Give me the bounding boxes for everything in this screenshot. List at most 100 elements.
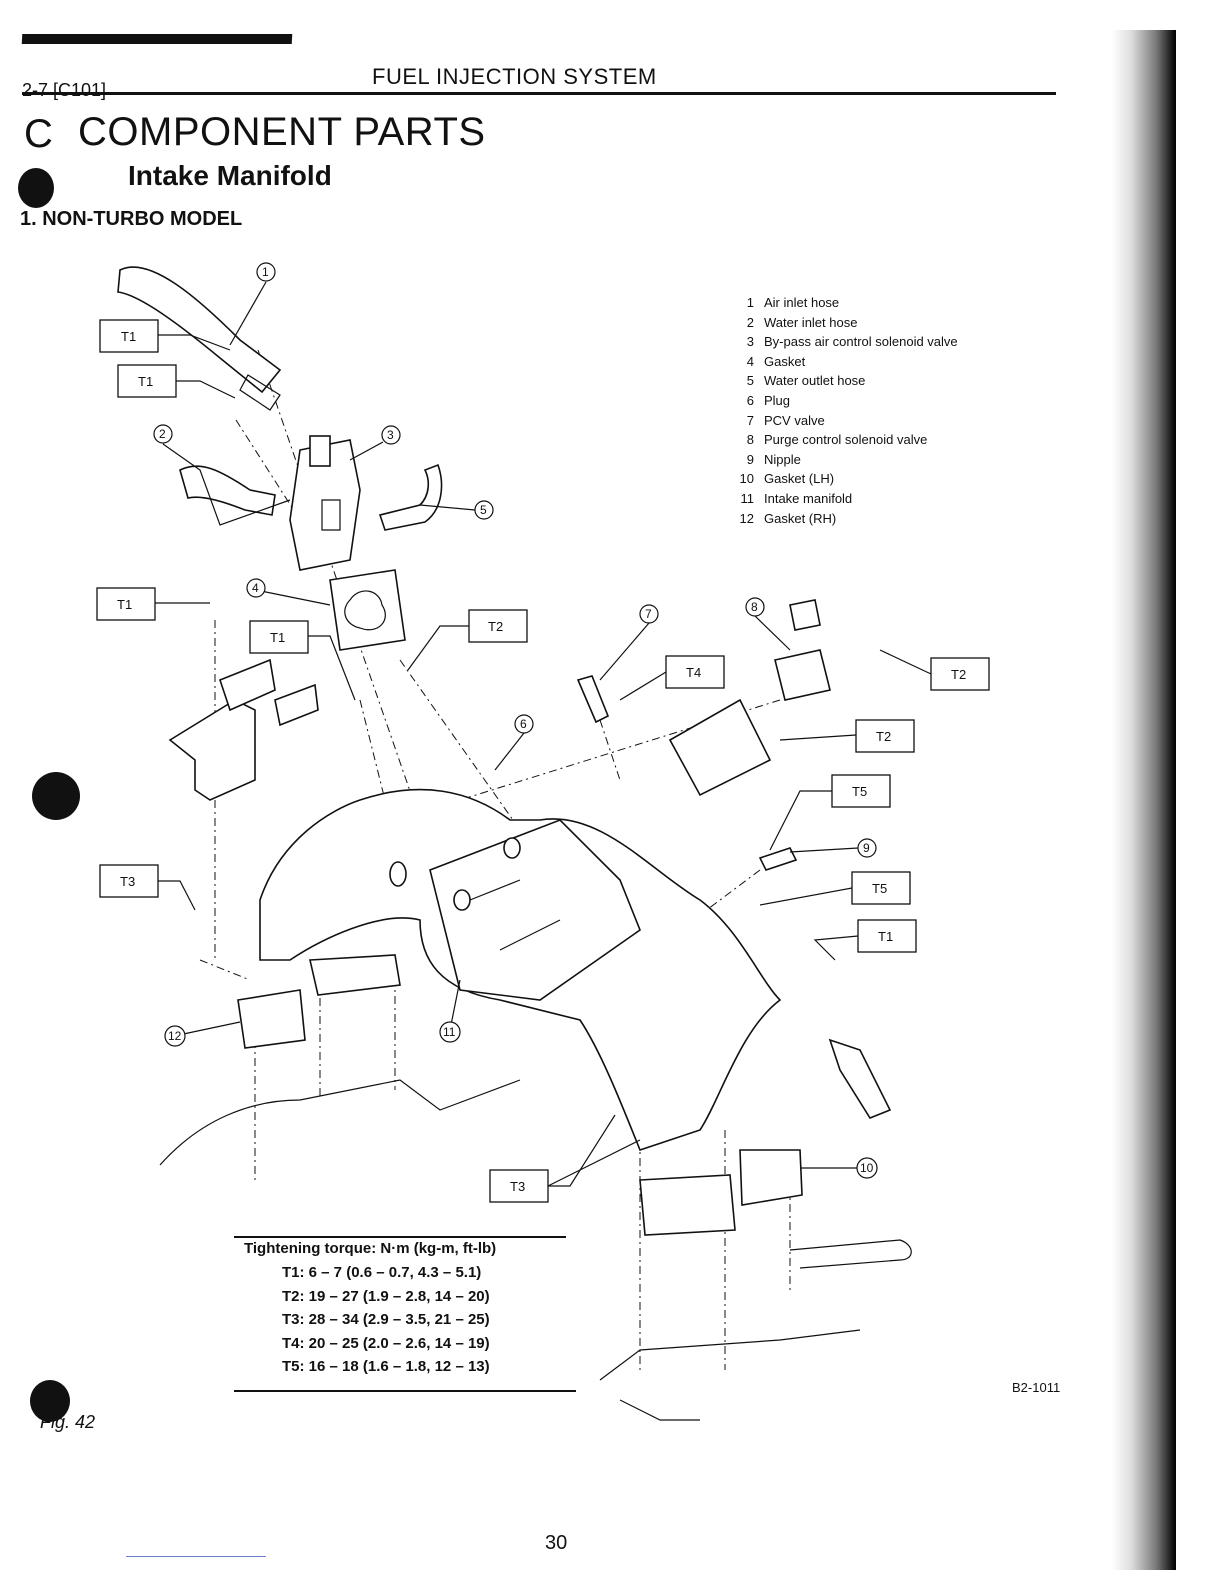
callout-12: 12 xyxy=(164,1025,186,1047)
svg-text:T2: T2 xyxy=(876,729,891,744)
svg-text:T2: T2 xyxy=(951,667,966,682)
callout-11: 11 xyxy=(439,1021,461,1043)
torque-spec-table: Tightening torque: N·m (kg-m, ft-lb) T1:… xyxy=(244,1240,574,1379)
binder-hole-mark xyxy=(30,1380,70,1422)
torque-label-t1: T1 xyxy=(96,587,156,621)
svg-text:1: 1 xyxy=(262,265,269,279)
callout-9: 9 xyxy=(857,838,877,858)
svg-text:T2: T2 xyxy=(488,619,503,634)
purge-control-valve xyxy=(774,599,831,701)
torque-label-t1: T1 xyxy=(99,319,159,353)
torque-label-t2: T2 xyxy=(468,609,528,643)
callout-7: 7 xyxy=(639,604,659,624)
left-bracket xyxy=(168,658,319,801)
svg-text:T1: T1 xyxy=(121,329,136,344)
header-rule xyxy=(22,92,1056,95)
svg-text:5: 5 xyxy=(480,503,487,517)
water-inlet-hose xyxy=(179,465,276,516)
scan-binding-shadow xyxy=(1112,30,1176,1570)
page-header-title: FUEL INJECTION SYSTEM xyxy=(372,64,657,89)
svg-text:8: 8 xyxy=(751,600,758,614)
callout-8: 8 xyxy=(745,597,765,617)
svg-text:T1: T1 xyxy=(117,597,132,612)
gasket xyxy=(329,569,406,651)
svg-text:12: 12 xyxy=(168,1029,182,1043)
svg-text:4: 4 xyxy=(252,581,259,595)
torque-line: T3: 28 – 34 (2.9 – 3.5, 21 – 25) xyxy=(282,1311,490,1328)
svg-text:T1: T1 xyxy=(270,630,285,645)
cylinder-head-outline xyxy=(159,1079,912,1421)
callout-10: 10 xyxy=(856,1157,878,1179)
right-bracket xyxy=(668,698,892,1119)
svg-text:T3: T3 xyxy=(120,874,135,889)
gasket-lh xyxy=(639,1149,803,1236)
torque-heading: Tightening torque: N·m (kg-m, ft-lb) xyxy=(244,1240,497,1257)
figure-code: B2-1011 xyxy=(1012,1380,1061,1395)
torque-label-t4: T4 xyxy=(665,655,725,689)
svg-text:T5: T5 xyxy=(852,784,867,799)
section-title: COMPONENT PARTS xyxy=(78,110,486,154)
intake-manifold xyxy=(259,788,782,1151)
torque-label-t1: T1 xyxy=(249,620,309,654)
svg-text:7: 7 xyxy=(645,607,652,621)
bypass-air-control-valve xyxy=(289,435,361,571)
binder-hole-mark xyxy=(18,168,54,208)
callout-4: 4 xyxy=(246,578,266,598)
model-title: 1. NON-TURBO MODEL xyxy=(20,208,243,230)
svg-text:T1: T1 xyxy=(878,929,893,944)
gasket-rh xyxy=(237,954,401,1049)
page-number: 30 xyxy=(545,1532,568,1554)
svg-text:10: 10 xyxy=(860,1161,874,1175)
torque-line: T4: 20 – 25 (2.0 – 2.6, 14 – 19) xyxy=(282,1334,490,1352)
air-inlet-hose xyxy=(117,266,282,411)
torque-label-t2: T2 xyxy=(855,719,915,753)
torque-line: T5: 16 – 18 (1.6 – 1.8, 12 – 13) xyxy=(282,1358,490,1375)
torque-label-t2: T2 xyxy=(930,657,990,691)
svg-text:3: 3 xyxy=(387,428,394,442)
callout-6: 6 xyxy=(514,714,534,734)
water-outlet-hose xyxy=(378,463,443,531)
torque-table-top-rule xyxy=(234,1236,566,1238)
section-code: 2-7 [C101] xyxy=(22,80,107,100)
torque-label-t3: T3 xyxy=(99,864,159,898)
pcv-valve xyxy=(576,675,610,724)
binder-hole-mark xyxy=(32,772,80,820)
svg-text:2: 2 xyxy=(159,427,166,441)
callout-5: 5 xyxy=(474,500,494,520)
subsection-title: Intake Manifold xyxy=(128,160,332,191)
torque-label-t5: T5 xyxy=(831,774,891,808)
figure-number: Fig. 42 xyxy=(40,1412,96,1432)
torque-table-bottom-rule xyxy=(234,1390,576,1392)
bottom-rule xyxy=(126,1556,266,1557)
svg-text:6: 6 xyxy=(520,717,527,731)
leader-lines xyxy=(155,281,932,1187)
svg-text:T1: T1 xyxy=(138,374,153,389)
svg-text:T5: T5 xyxy=(872,881,887,896)
svg-text:9: 9 xyxy=(863,841,870,855)
callout-2: 2 xyxy=(153,424,173,444)
svg-text:T4: T4 xyxy=(686,665,701,680)
section-letter: C xyxy=(24,112,53,156)
torque-label-t1: T1 xyxy=(857,919,917,953)
torque-label-t3: T3 xyxy=(489,1169,549,1203)
torque-label-t1: T1 xyxy=(117,364,177,398)
torque-line: T2: 19 – 27 (1.9 – 2.8, 14 – 20) xyxy=(282,1287,490,1305)
callout-1: 1 xyxy=(256,262,276,282)
svg-text:11: 11 xyxy=(443,1025,456,1039)
torque-line: T1: 6 – 7 (0.6 – 0.7, 4.3 – 5.1) xyxy=(282,1264,482,1281)
nipple xyxy=(758,847,798,871)
